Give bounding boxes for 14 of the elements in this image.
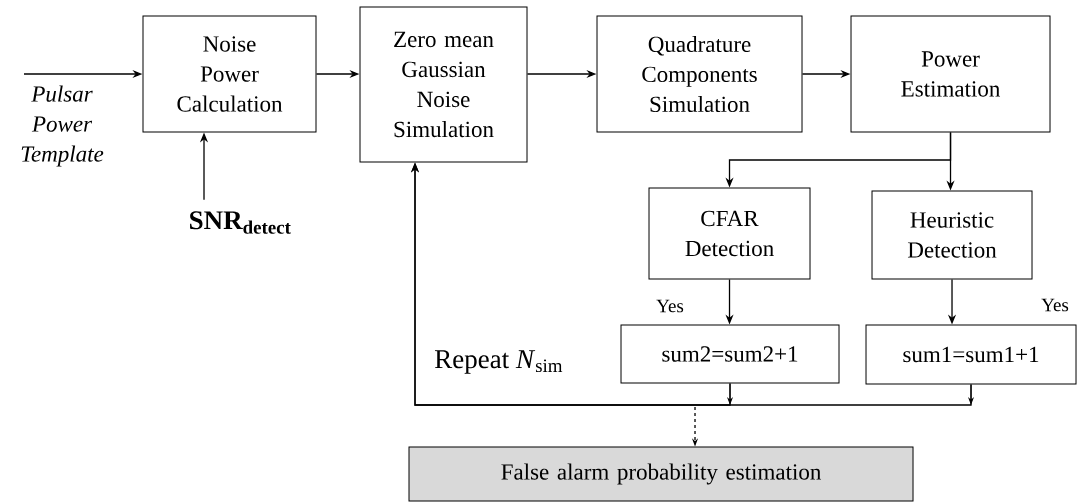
yes-label: Yes [1041, 298, 1069, 312]
process-box: Quadrature Components Simulation [596, 15, 803, 133]
process-box: CFAR Detection [648, 187, 811, 280]
process-box: Zero mean Gaussian Noise Simulation [359, 6, 528, 163]
process-box: Heuristic Detection [871, 190, 1033, 280]
loop-label: Repeat N$_{sim}$ [435, 350, 563, 374]
process-box: Noise Power Calculation [142, 15, 317, 133]
input-label: SNR$_{detect}$ [190, 211, 291, 234]
process-box: sum1=sum1+1 [865, 324, 1077, 385]
result-box: False alarm probability estimation [408, 446, 914, 502]
yes-label: Yes [656, 299, 684, 313]
process-box: sum2=sum2+1 [620, 324, 840, 384]
process-box: Power Estimation [850, 15, 1051, 133]
input-label: Pulsar Power Template [21, 85, 104, 167]
